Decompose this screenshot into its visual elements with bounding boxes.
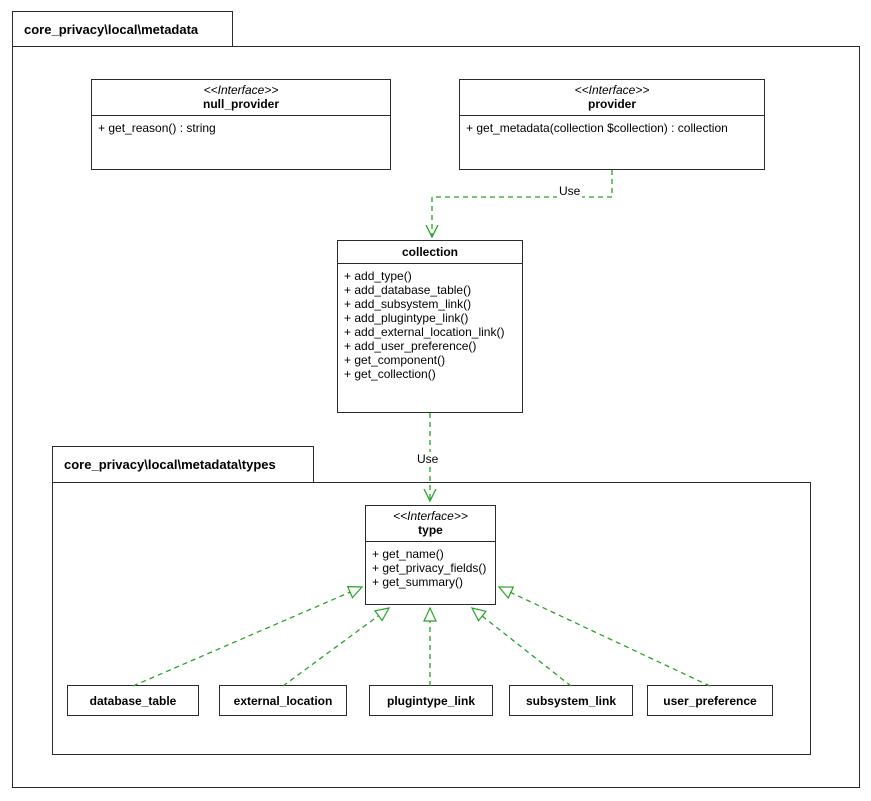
- method: + get_summary(): [372, 575, 464, 589]
- package-label: core_privacy\local\metadata\types: [64, 457, 276, 472]
- class-name: plugintype_link: [386, 693, 475, 708]
- class-type-header: <<Interface>> type: [366, 506, 495, 542]
- class-type-members: + get_name() + get_privacy_fields() + ge…: [366, 542, 495, 594]
- method: + get_privacy_fields(): [372, 561, 487, 575]
- class-database-table: database_table: [67, 685, 199, 716]
- method: + add_external_location_link(): [344, 325, 505, 339]
- class-type: <<Interface>> type + get_name() + get_pr…: [365, 505, 496, 605]
- method: + add_type(): [344, 269, 412, 283]
- class-null-provider-members: + get_reason() : string: [92, 116, 390, 140]
- class-null-provider: <<Interface>> null_provider + get_reason…: [91, 79, 391, 170]
- method: + add_database_table(): [344, 283, 472, 297]
- class-provider: <<Interface>> provider + get_metadata(co…: [459, 79, 765, 170]
- method: + get_reason() : string: [98, 121, 216, 135]
- method: + add_subsystem_link(): [344, 297, 472, 311]
- package-core-privacy-local-metadata-types: core_privacy\local\metadata\types: [52, 446, 314, 483]
- stereotype: <<Interface>>: [393, 509, 468, 523]
- class-name: subsystem_link: [525, 693, 617, 708]
- class-name: provider: [587, 97, 636, 111]
- class-name: database_table: [89, 693, 177, 708]
- class-collection-members: + add_type() + add_database_table() + ad…: [338, 264, 522, 386]
- class-external-location: external_location: [219, 685, 347, 716]
- method: + get_name(): [372, 547, 444, 561]
- package-core-privacy-local-metadata-body: [12, 46, 860, 788]
- stereotype: <<Interface>>: [574, 83, 650, 97]
- class-subsystem-link: subsystem_link: [509, 685, 633, 716]
- use-label-collection-type: Use: [415, 452, 441, 466]
- class-collection-header: collection: [338, 241, 522, 264]
- method: + add_user_preference(): [344, 339, 477, 353]
- method: + get_collection(): [344, 367, 436, 381]
- class-user-preference: user_preference: [647, 685, 773, 716]
- class-provider-members: + get_metadata(collection $collection) :…: [460, 116, 764, 140]
- class-name: external_location: [233, 693, 333, 708]
- stereotype: <<Interface>>: [203, 83, 279, 97]
- class-null-provider-header: <<Interface>> null_provider: [92, 80, 390, 116]
- method: + add_plugintype_link(): [344, 311, 469, 325]
- class-provider-header: <<Interface>> provider: [460, 80, 764, 116]
- class-name: user_preference: [663, 693, 757, 708]
- class-name: type: [418, 523, 443, 537]
- package-label: core_privacy\local\metadata: [24, 21, 199, 37]
- class-plugintype-link: plugintype_link: [369, 685, 493, 716]
- method: + get_metadata(collection $collection) :…: [466, 121, 728, 135]
- class-collection: collection + add_type() + add_database_t…: [337, 240, 523, 413]
- class-name: null_provider: [202, 97, 279, 111]
- package-core-privacy-local-metadata-types-body: [52, 482, 811, 755]
- package-core-privacy-local-metadata: core_privacy\local\metadata: [12, 11, 233, 47]
- class-name: collection: [401, 245, 458, 259]
- use-label-provider-collection: Use: [557, 184, 583, 198]
- method: + get_component(): [344, 353, 446, 367]
